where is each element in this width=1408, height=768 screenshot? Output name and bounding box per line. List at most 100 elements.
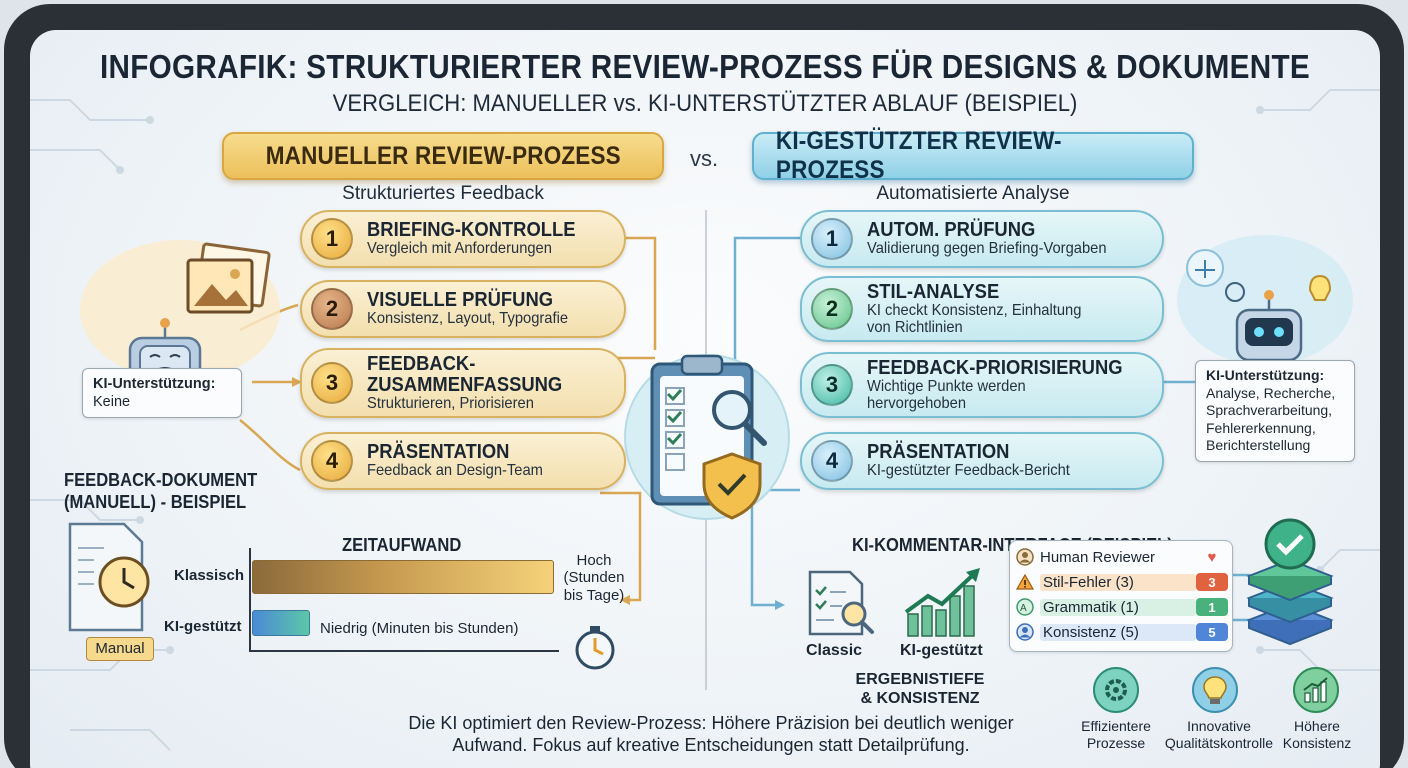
step-title: FEEDBACK-PRIORISIERUNG [867,356,1123,379]
manual-step-4: 4 PRÄSENTATION Feedback an Design-Team [300,432,626,490]
step-desc: Strukturieren, Priorisieren [367,394,534,412]
step-number: 3 [811,364,853,406]
step-title-line2: ZUSAMMENFASSUNG [367,373,563,396]
manual-step-3: 3 FEEDBACK- ZUSAMMENFASSUNG Strukturiere… [300,348,626,418]
ki-step-1: 1 AUTOM. PRÜFUNG Validierung gegen Brief… [800,210,1164,268]
page-subtitle: VERGLEICH: MANUELLER vs. KI-UNTERSTÜTZTE… [332,90,1078,117]
sad-robot-icon [80,240,280,380]
manual-process-header: MANUELLER REVIEW-PROZESS [222,132,664,180]
manual-step-2: 2 VISUELLE PRÜFUNG Konsistenz, Layout, T… [300,280,626,338]
heart-icon: ♥ [1207,548,1217,566]
chart-icon [1293,667,1339,713]
time-bar-classic [252,560,554,594]
step-desc: KI checkt Konsistenz, Einhaltung [867,301,1082,319]
vs-label: vs. [690,146,719,171]
ki-support-label: KI-Unterstützung: [1206,367,1325,383]
count-badge: 1 [1196,598,1228,616]
feature-efficiency: Effizientere Prozesse [1061,718,1171,752]
step-desc: Feedback an Design-Team [367,462,543,480]
ki-support-box: KI-Unterstützung: Analyse, Recherche, Sp… [1195,360,1355,462]
manual-tag: Manual [86,637,154,661]
comment-row-human[interactable]: Human Reviewer ♥ [1016,546,1228,568]
classic-label: Classic [806,642,863,659]
depth-line: ERGEBNISTIEFE [855,671,985,688]
summary-line: Aufwand. Fokus auf kreative Entscheidung… [452,734,970,755]
count-badge: 3 [1196,573,1228,591]
step-desc: Konsistenz, Layout, Typografie [367,310,569,328]
ki-step-2: 2 STIL-ANALYSE KI checkt Konsistenz, Ein… [800,276,1164,342]
comment-row-style[interactable]: Stil-Fehler (3) 3 [1016,571,1228,593]
classic-document-icon [808,570,874,636]
feature-quality: Innovative Qualitätskontrolle [1160,718,1278,752]
feature-line: Effizientere [1081,718,1151,734]
ki-support-value: Keine [93,394,131,411]
step-number: 2 [811,288,853,330]
time-axis-y [249,548,251,652]
step-title: AUTOM. PRÜFUNG [867,219,1036,242]
warning-icon [1016,573,1034,591]
comment-row-grammar[interactable]: A Grammatik (1) 1 [1016,596,1228,618]
stopwatch-icon [575,626,615,670]
step-title: VISUELLE PRÜFUNG [367,289,554,312]
growth-chart-icon [904,568,980,637]
grammar-icon: A [1016,598,1034,616]
step-title: STIL-ANALYSE [867,280,1000,303]
step-title: FEEDBACK- [367,352,476,375]
ki-process-header: KI-GESTÜTZTER REVIEW-PROZESS [752,127,1194,184]
lightbulb-icon [1192,667,1238,713]
depth-line: & KONSISTENZ [860,690,980,708]
time-axis-x [249,650,559,652]
stacked-layers-check-icon [1246,518,1334,646]
step-desc-line2: hervorgehoben [867,394,967,412]
manual-step-1: 1 BRIEFING-KONTROLLE Vergleich mit Anfor… [300,210,626,268]
doc-title-line2: (MANUELL) - BEISPIEL [64,491,247,512]
feature-line: Qualitätskontrolle [1164,735,1274,752]
page-title: INFOGRAFIK: STRUKTURIERTER REVIEW-PROZES… [100,48,1310,85]
step-desc: KI-gestützter Feedback-Bericht [867,462,1070,480]
step-number: 1 [811,218,853,260]
comment-panel: Human Reviewer ♥ Stil-Fehler (3) 3 A Gra… [1009,540,1233,652]
comment-name: Human Reviewer [1040,548,1156,566]
feature-consistency: Höhere Konsistenz [1274,718,1360,752]
step-title: BRIEFING-KONTROLLE [367,219,576,242]
comment-row-consistency[interactable]: Konsistenz (5) 5 [1016,621,1228,643]
clipboard-shield-icon [624,354,790,520]
time-label-classic: Klassisch [174,567,245,584]
clock-document-icon [68,522,150,632]
summary-text: Die KI optimiert den Review-Prozess: Höh… [376,713,1046,756]
summary-line: Die KI optimiert den Review-Prozess: Höh… [408,713,1014,733]
count-badge: 5 [1196,623,1228,641]
user-icon [1016,623,1034,641]
step-number: 2 [311,288,353,330]
step-desc-line2: von Richtlinien [867,318,963,336]
comment-name: Grammatik (1) [1040,598,1196,616]
gear-icon [1093,667,1139,713]
ki-subheader: Automatisierte Analyse [876,183,1070,204]
step-title: PRÄSENTATION [867,441,1010,464]
feedback-doc-title: FEEDBACK-DOKUMENT (MANUELL) - BEISPIEL [64,470,285,513]
tablet-frame: INFOGRAFIK: STRUKTURIERTER REVIEW-PROZES… [4,4,1404,768]
step-desc: Wichtige Punkte werden [867,377,1026,395]
ki-support-line: Sprachverarbeitung, [1206,402,1333,418]
time-value-line: (Stunden [563,569,625,587]
ki-support-line: Analyse, Recherche, [1206,384,1336,401]
ki-step-4: 4 PRÄSENTATION KI-gestützter Feedback-Be… [800,432,1164,490]
step-number: 3 [311,362,353,404]
step-desc: Validierung gegen Briefing-Vorgaben [867,240,1107,258]
ki-robot-icon [1177,235,1353,365]
time-title: ZEITAUFWAND [342,535,462,555]
step-number: 1 [311,218,353,260]
step-title: PRÄSENTATION [367,441,510,464]
time-value-line: bis Tage) [563,586,625,604]
feature-line: Konsistenz [1282,735,1352,752]
comment-name: Konsistenz (5) [1040,623,1196,641]
manual-subheader: Strukturiertes Feedback [342,183,544,204]
ki-support-label: KI-Unterstützung: [93,376,216,392]
time-label-ki: KI-gestützt [164,618,242,635]
ki-support-line: Fehlererkennung, [1206,419,1316,436]
ki-support-line: Berichterstellung [1206,437,1311,453]
comment-name: Stil-Fehler (3) [1040,573,1196,591]
time-bar-ki [252,610,310,636]
feature-line: Prozesse [1086,735,1146,752]
infographic-screen: INFOGRAFIK: STRUKTURIERTER REVIEW-PROZES… [30,30,1380,768]
